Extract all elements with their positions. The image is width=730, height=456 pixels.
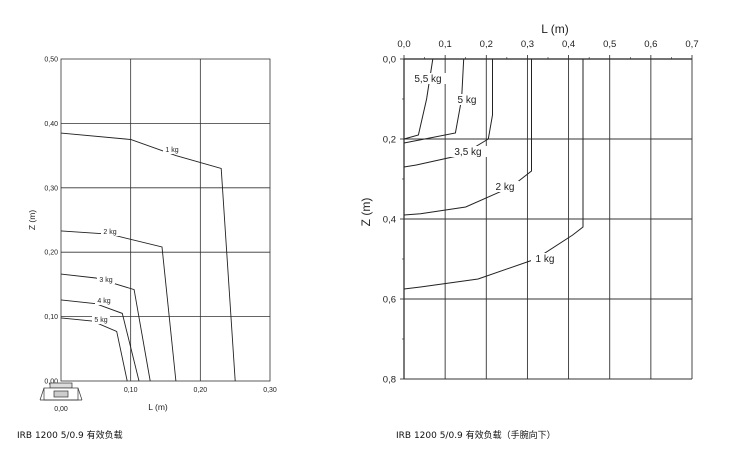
right-y-tick-label: 0,2: [383, 135, 396, 146]
left-plot-frame: [60, 58, 271, 382]
left-chart: 0,00 0,10 0,20 0,30 0,00 0,10 0,20 0,30 0,40 0,50…: [27, 57, 277, 414]
right-series-line: [403, 58, 465, 144]
left-y-tick-label: 0,40: [44, 121, 58, 128]
left-series-line: [60, 230, 177, 382]
right-series-label: 1 kg: [536, 254, 555, 265]
right-chart: 0,0 0,1 0,2 0,3 0,4 0,5 0,6 0,7 0,0 0,2 0,4 0,6 0,8 L…: [359, 22, 699, 386]
left-series-label: 3 kg: [99, 277, 112, 284]
left-x-tick-label: 0,10: [124, 387, 138, 394]
robot-base-side-right: [77, 387, 83, 401]
right-series-label: 5 kg: [458, 95, 477, 106]
left-x-axis-label: L (m): [148, 402, 168, 412]
right-series-label-bg: [453, 94, 481, 105]
right-series-line: [403, 59, 532, 216]
right-series-label: 3,5 kg: [454, 147, 481, 158]
right-series-line: [403, 58, 434, 140]
left-series-label: 1 kg: [165, 147, 178, 154]
left-series-label: 2 kg: [103, 229, 116, 236]
right-series-label-bg: [491, 181, 519, 192]
right-x-tick-label: 0,4: [562, 39, 575, 50]
right-x-tick-label: 0,3: [521, 39, 534, 50]
right-x-tick-label: 0,5: [603, 39, 616, 50]
left-x-tick-label: 0,30: [263, 387, 277, 394]
robot-base-side-left: [39, 387, 45, 401]
left-series-label-bg: [97, 276, 115, 284]
right-x-tick-label: 0,7: [685, 39, 698, 50]
right-series-label-bg: [448, 146, 488, 157]
right-chart-caption: IRB 1200 5/0.9 有效负载（手腕向下）: [396, 431, 556, 441]
right-x-tick-label: 0,1: [439, 39, 452, 50]
right-y-tick-label: 0,6: [383, 295, 396, 306]
left-series-line: [60, 132, 236, 382]
robot-base-window: [53, 390, 69, 398]
left-series-label-bg: [163, 146, 181, 154]
left-series-line: [60, 299, 140, 382]
left-y-tick-label: 0,50: [44, 57, 58, 64]
robot-base-plate: [49, 382, 73, 389]
left-series-label-bg: [95, 297, 113, 305]
left-y-tick-label: 0,30: [44, 185, 58, 192]
left-chart-caption: IRB 1200 5/0.9 有效负载: [17, 431, 123, 441]
left-series-label: 5 kg: [94, 317, 107, 324]
left-series-label: 4 kg: [97, 298, 110, 305]
right-x-tick-label: 0,2: [480, 39, 493, 50]
right-y-tick-label: 0,4: [383, 215, 396, 226]
left-series-label-bg: [92, 316, 110, 324]
right-series-label: 2 kg: [496, 182, 515, 193]
right-series-label: 5,5 kg: [414, 74, 441, 85]
right-series-label-bg: [531, 253, 559, 264]
right-x-tick-label: 0,0: [397, 39, 410, 50]
right-y-tick-label: 0,0: [383, 55, 396, 66]
right-series-label-bg: [408, 73, 448, 84]
right-x-tick-label: 0,6: [644, 39, 657, 50]
left-origin-label: 0,00: [54, 406, 68, 413]
right-x-axis-label: L (m): [541, 22, 569, 36]
left-series-label-bg: [101, 228, 119, 236]
right-y-axis-label: Z (m): [359, 198, 373, 227]
left-y-tick-label: 0,00: [44, 379, 58, 386]
left-series-line: [60, 317, 128, 382]
left-y-axis-label: Z (m): [27, 210, 37, 230]
right-y-tick-label: 0,8: [383, 375, 396, 386]
left-x-tick-label: 0,20: [194, 387, 208, 394]
robot-base-icon: [39, 382, 83, 401]
left-series-line: [60, 273, 151, 382]
left-y-tick-label: 0,10: [44, 314, 58, 321]
left-y-tick-label: 0,20: [44, 250, 58, 257]
